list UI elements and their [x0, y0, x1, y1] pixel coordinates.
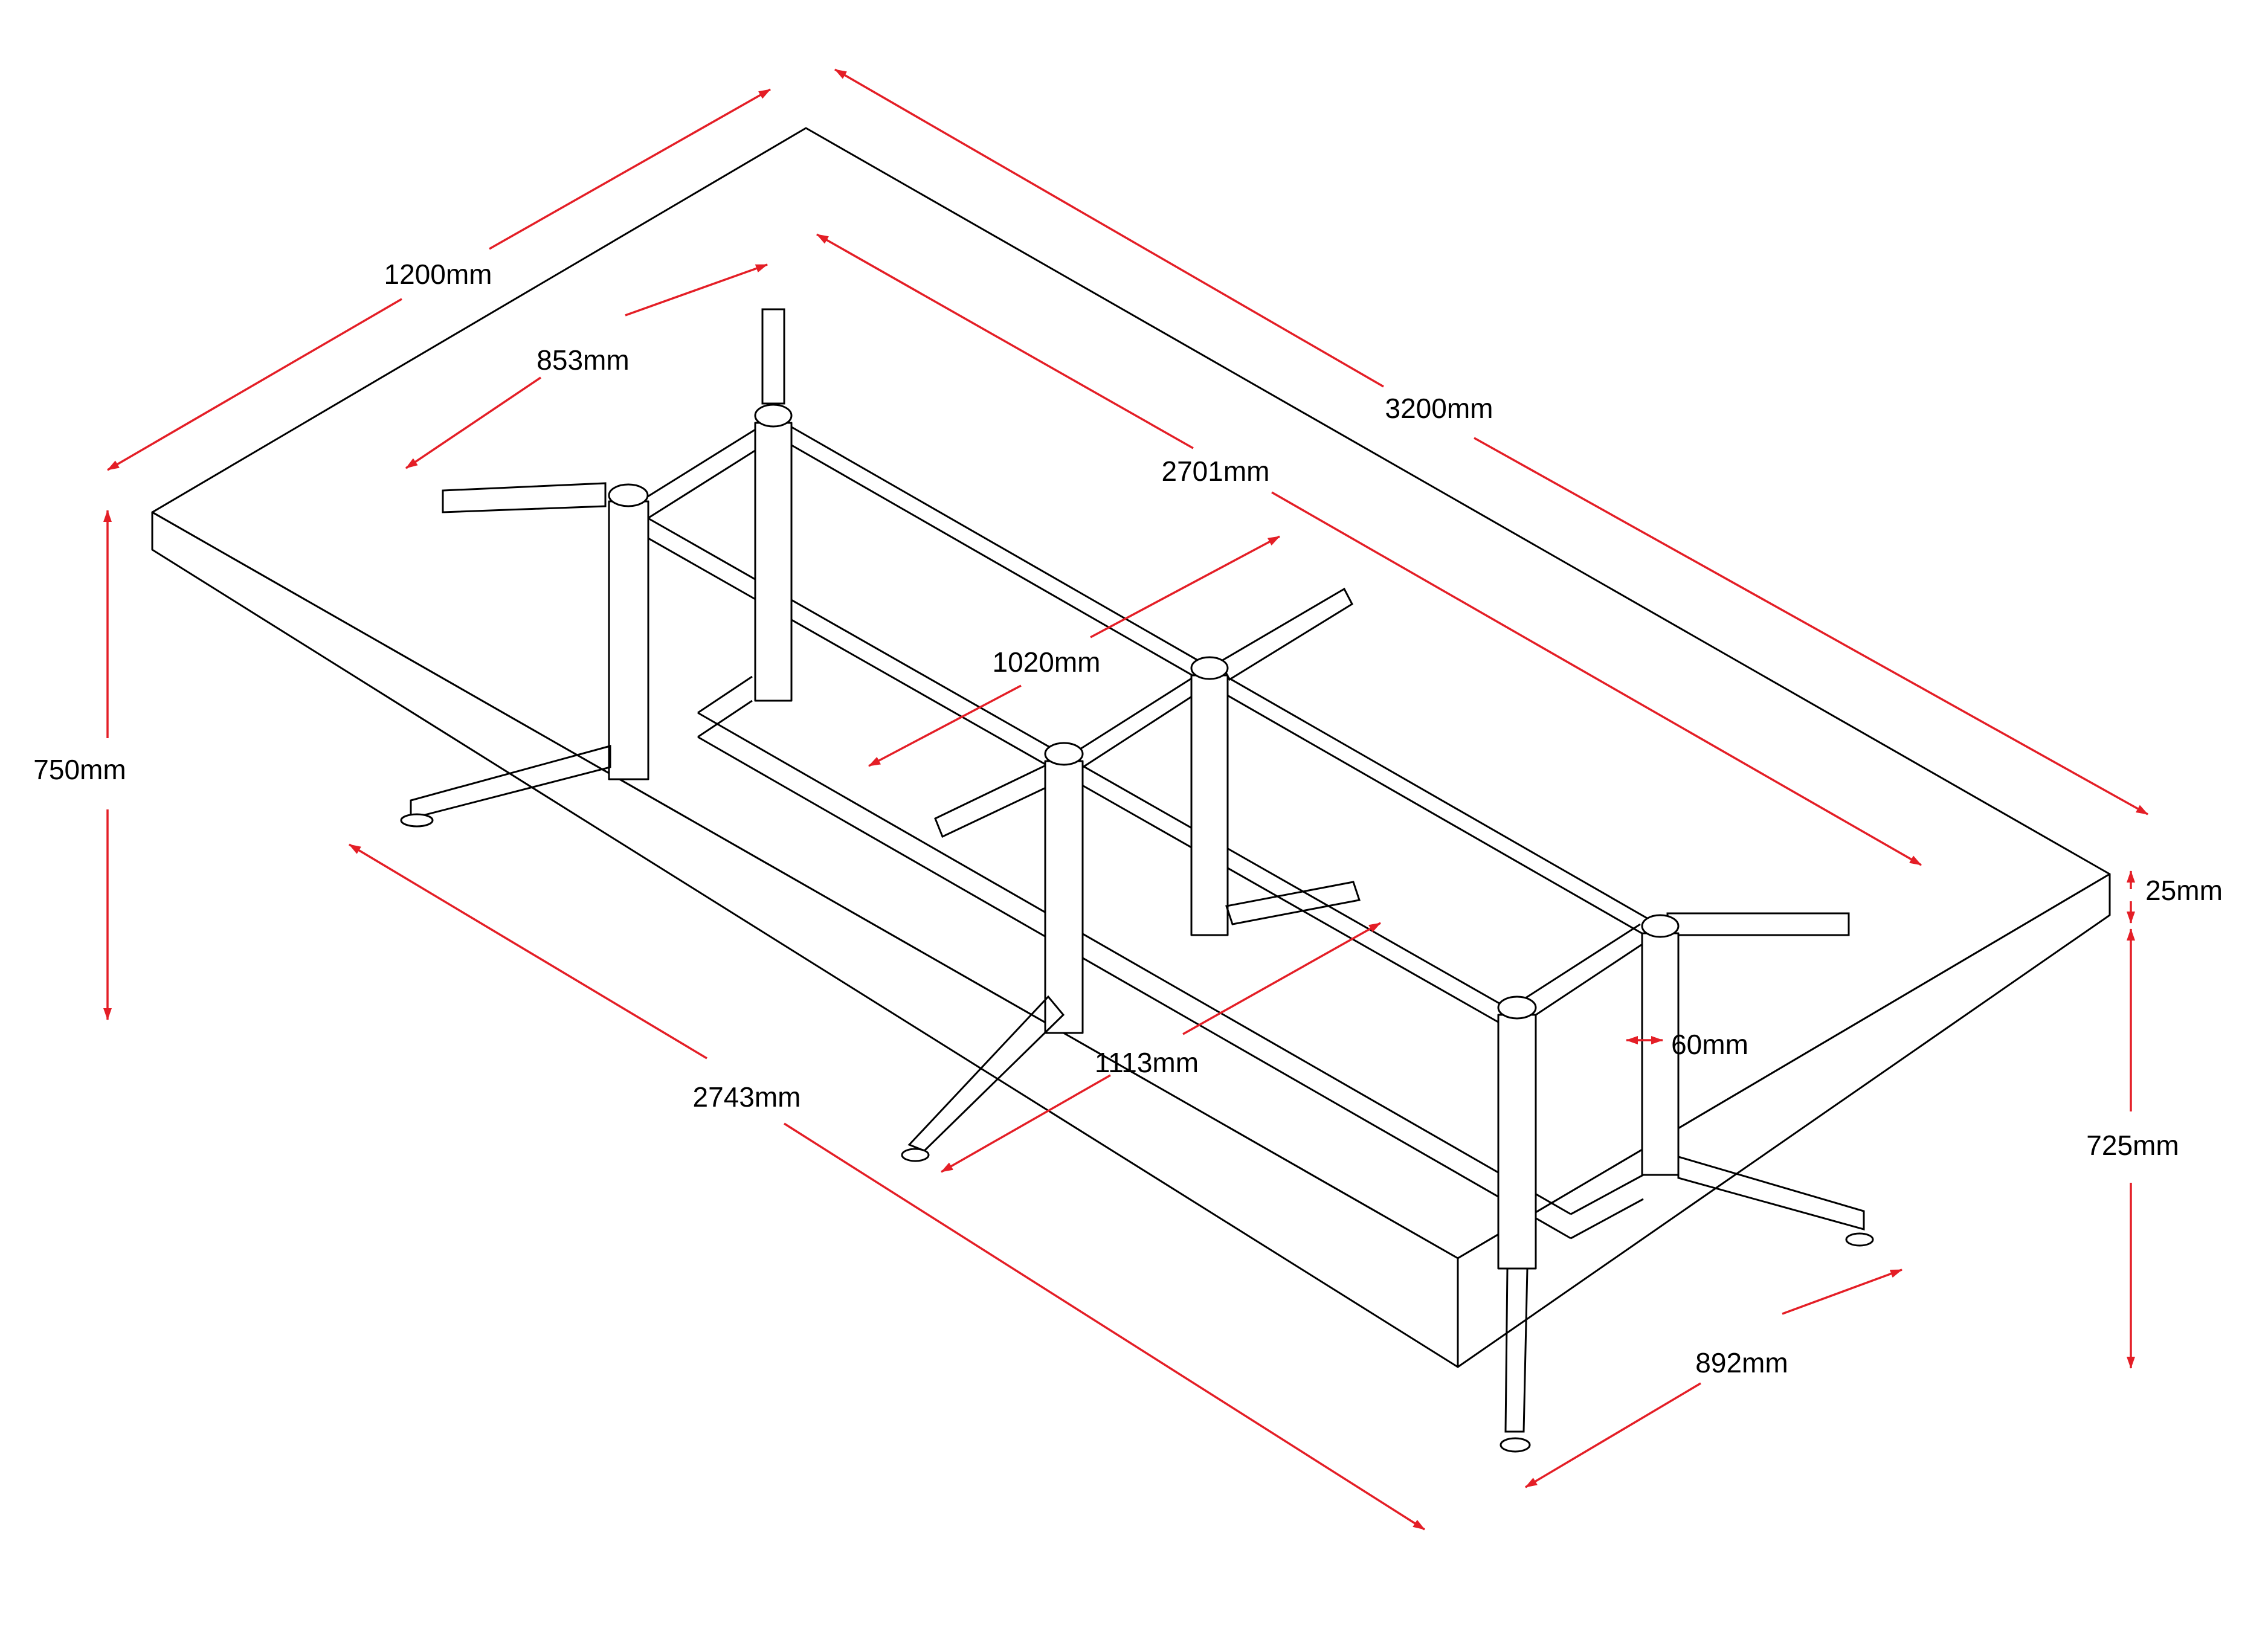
label-leg-height: 725mm [2086, 1130, 2179, 1161]
bracket-span-arrow-a [1090, 535, 1280, 638]
tabletop-depth-arrow-a [489, 88, 771, 250]
table-frame [400, 308, 1874, 1453]
foot-span-arrow-b [941, 1074, 1111, 1173]
leg-right-front [1497, 995, 1537, 1270]
frame-length-arrow-b [1271, 491, 1922, 866]
label-top-thickness: 25mm [2145, 875, 2223, 906]
label-tabletop-depth: 1200mm [384, 259, 492, 290]
base-depth-arrow-a [1782, 1269, 1902, 1315]
label-frame-length: 2701mm [1162, 455, 1270, 487]
tabletop [151, 127, 2111, 1368]
label-leg-diameter: 60mm [1671, 1029, 1748, 1060]
tabletop-front-edge [1457, 873, 2111, 1368]
label-tabletop-length: 3200mm [1385, 393, 1493, 424]
right-back-foot [1677, 1155, 1865, 1230]
leg-mid-back [1190, 656, 1229, 936]
tabletop-length-arrow-a [834, 68, 1384, 388]
leg-right-back [1641, 914, 1680, 1176]
label-bracket-span: 1020mm [993, 646, 1101, 678]
dimension-lines [103, 68, 2148, 1531]
tabletop-length-arrow-b [1474, 437, 2148, 815]
label-overall-height: 750mm [33, 754, 126, 785]
label-frame-depth: 853mm [536, 344, 629, 376]
mid-cross-rail [1075, 672, 1200, 773]
right-front-glide [1500, 1437, 1531, 1453]
left-front-glide [400, 813, 434, 828]
leg-left-back [754, 404, 793, 702]
frame-depth-arrow-b [405, 376, 541, 469]
foot-span-arrow-a [1182, 922, 1381, 1035]
dimension-labels: 1200mm 3200mm 853mm 2701mm 1020mm 750mm … [33, 259, 2223, 1378]
leg-mid-front [1044, 742, 1084, 1034]
label-base-length: 2743mm [693, 1081, 801, 1113]
leg-left-front [608, 483, 649, 780]
frame-length-arrow-a [816, 233, 1194, 449]
base-length-arrow-a [349, 843, 707, 1060]
left-front-top-plate [442, 482, 607, 513]
label-base-depth: 892mm [1695, 1347, 1788, 1378]
lower-stretcher [697, 675, 1644, 1240]
frame-depth-arrow-a [625, 263, 768, 317]
bracket-span-arrow-b [868, 684, 1022, 767]
tabletop-depth-arrow-b [107, 298, 402, 471]
mid-front-glide [901, 1148, 930, 1162]
right-front-foot [1504, 1267, 1529, 1433]
label-foot-span: 1113mm [1095, 1047, 1199, 1078]
base-length-arrow-b [784, 1122, 1425, 1531]
mid-back-foot [1225, 881, 1361, 925]
left-back-top-plate [761, 308, 785, 405]
right-back-glide [1845, 1232, 1874, 1247]
base-depth-arrow-b [1525, 1382, 1701, 1488]
left-end-rail [628, 422, 771, 528]
right-end-rail [1513, 923, 1644, 1027]
